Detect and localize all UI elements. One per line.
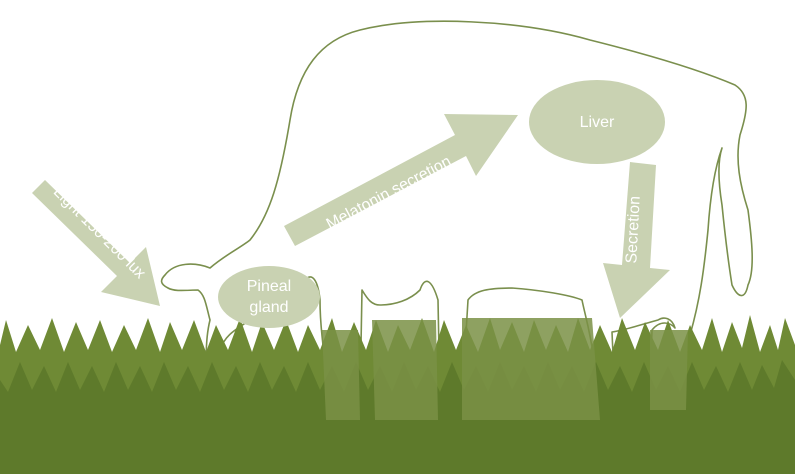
pineal-label-line2: gland	[249, 299, 288, 316]
node-pineal-gland: Pineal gland	[218, 266, 320, 328]
arrow-secretion: Secretion	[603, 162, 670, 318]
arrow-melatonin-label: Melatonin secretion	[324, 153, 454, 233]
arrow-melatonin: Melatonin secretion	[284, 114, 518, 246]
pineal-label-line1: Pineal	[247, 278, 291, 295]
liver-label: Liver	[580, 114, 615, 131]
arrow-secretion-label: Secretion	[623, 196, 644, 264]
arrow-light: Light 150-200 lux	[32, 180, 160, 306]
arrow-light-label: Light 150-200 lux	[50, 183, 149, 282]
grass-icon	[0, 315, 795, 474]
node-liver: Liver	[529, 80, 665, 164]
